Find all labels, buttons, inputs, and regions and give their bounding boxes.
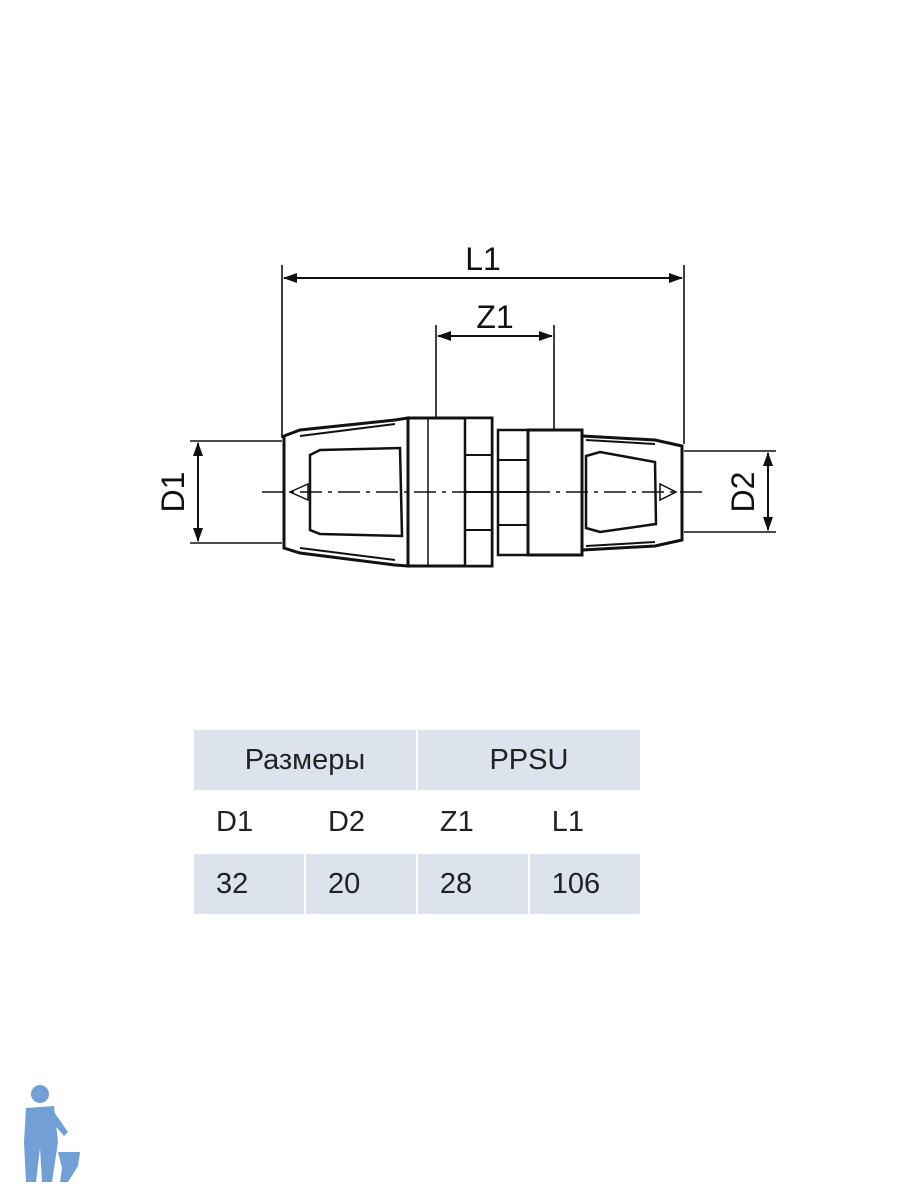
header-material: PPSU (415, 728, 643, 792)
plumber-mascot-logo (24, 1085, 80, 1182)
table-column-row: D1 D2 Z1 L1 (192, 790, 643, 854)
l1-label: L1 (465, 241, 501, 277)
d2-label: D2 (725, 472, 761, 513)
d1-label: D1 (155, 472, 191, 513)
z1-label: Z1 (476, 299, 513, 335)
column-z1: Z1 (415, 790, 530, 854)
column-l1: L1 (527, 790, 643, 854)
column-d1: D1 (192, 790, 306, 854)
cell-l1: 106 (527, 852, 643, 916)
dimensions-table: Размеры PPSU D1 D2 Z1 L1 32 20 28 106 (192, 728, 643, 916)
table-header-row: Размеры PPSU (192, 728, 643, 792)
cell-d1: 32 (192, 852, 306, 916)
cell-d2: 20 (303, 852, 418, 916)
column-d2: D2 (303, 790, 418, 854)
fitting-technical-drawing: L1 Z1 D1 D2 (155, 241, 776, 568)
header-sizes: Размеры (192, 728, 418, 792)
cell-z1: 28 (415, 852, 530, 916)
table-row: 32 20 28 106 (192, 852, 643, 916)
